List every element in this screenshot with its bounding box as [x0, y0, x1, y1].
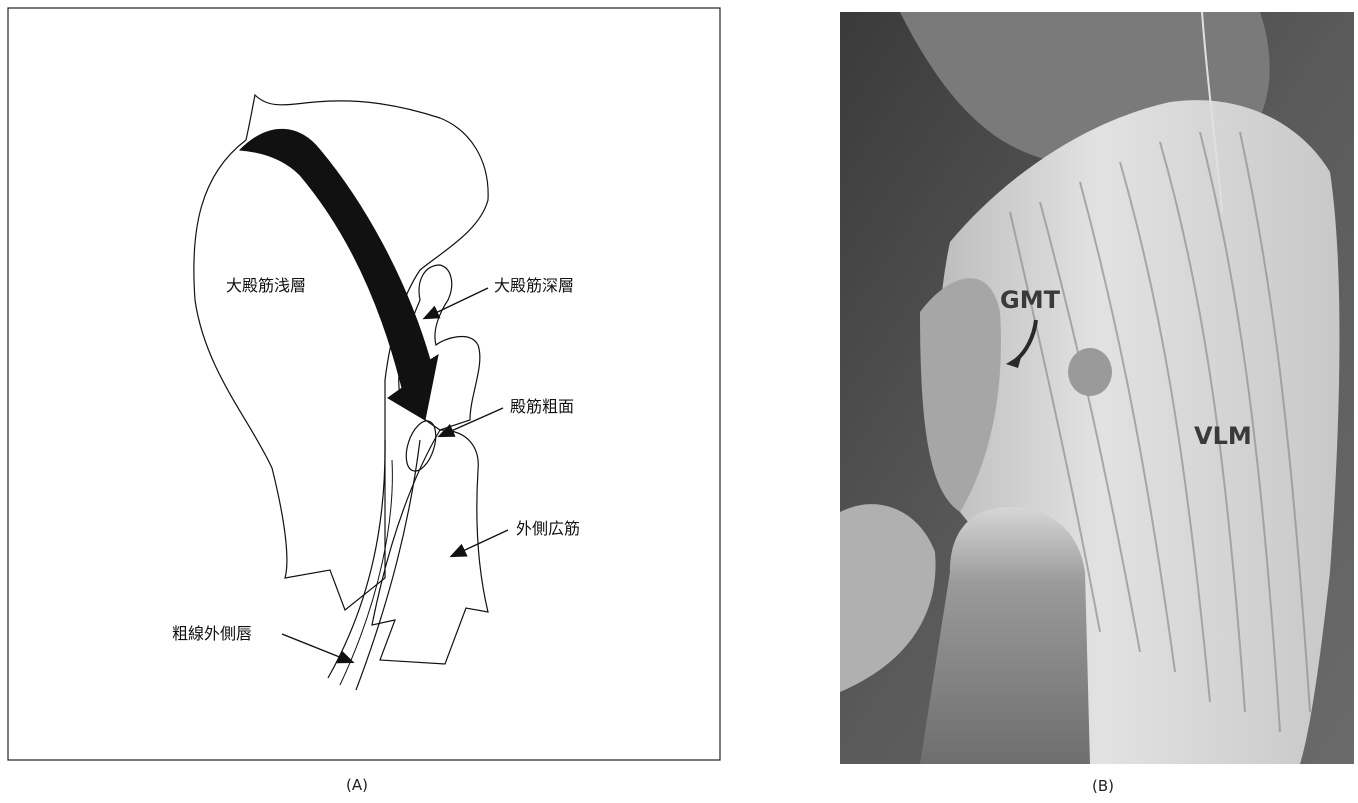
label-gmt: GMT — [1000, 286, 1061, 314]
force-direction-arrow — [240, 129, 438, 420]
surgical-photo: GMT VLM — [840, 12, 1354, 764]
label-vastus-lateralis: 外側広筋 — [516, 519, 580, 538]
arrow-linea-aspera — [282, 634, 352, 662]
label-vlm: VLM — [1194, 422, 1252, 450]
label-gm-deep: 大殿筋深層 — [494, 276, 574, 295]
arrow-deep-layer — [425, 288, 488, 318]
diagram-panel-a: 大殿筋浅層 大殿筋深層 殿筋粗面 外側広筋 粗線外側唇 (A) — [0, 0, 730, 799]
photo-panel-b: GMT VLM (B) — [840, 12, 1354, 764]
panel-a-frame — [8, 8, 720, 760]
label-gm-superficial: 大殿筋浅層 — [226, 276, 306, 295]
caption-a: (A) — [346, 776, 368, 794]
anatomy-line-drawing: 大殿筋浅層 大殿筋深層 殿筋粗面 外側広筋 粗線外側唇 — [0, 0, 730, 799]
caption-b: (B) — [1092, 777, 1114, 795]
arrow-gluteal-tuberosity — [440, 408, 503, 436]
tissue-nodule — [1068, 348, 1112, 396]
label-linea-aspera: 粗線外側唇 — [172, 624, 252, 643]
label-gluteal-tuberosity: 殿筋粗面 — [510, 397, 574, 416]
arrow-vastus-lateralis — [452, 530, 508, 556]
femur-shaft-outline — [328, 440, 420, 690]
gluteus-maximus-superficial-outline — [194, 95, 488, 610]
